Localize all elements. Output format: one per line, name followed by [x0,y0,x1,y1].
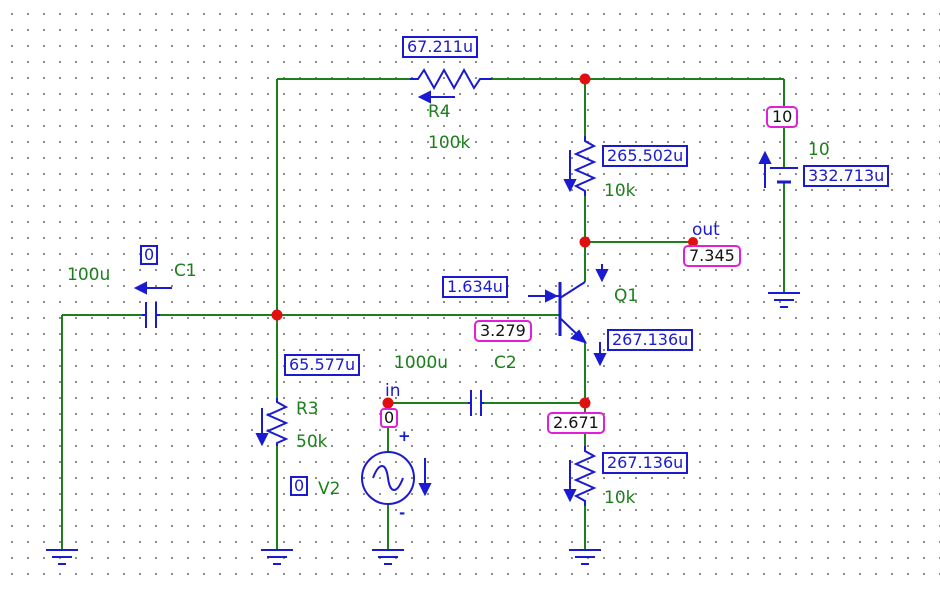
r4-current-readout: 67.211u [402,36,479,58]
node-in-voltage-readout: 0 [380,408,399,428]
node-out-probe [688,237,698,247]
ground-v2 [372,549,404,565]
r-bottom-resistor-symbol[interactable] [573,446,597,506]
supply-current-arrowhead [758,150,772,164]
c2-capacitor-symbol[interactable] [468,390,484,416]
c2-value-label: 1000u [394,353,449,373]
v2-minus-sign: - [399,504,406,522]
ground-emitter [569,549,601,565]
v2-plus-sign: + [398,427,411,445]
node-out-voltage-readout: 7.345 [683,245,741,267]
v2-current-readout: 0 [290,476,309,496]
node-in [382,397,394,409]
q1-collector-lead [559,281,586,299]
r-bottom-wiper-arrowhead [563,489,577,503]
q1-emitter-arrowhead [570,329,588,344]
r3-value-label: 50k [296,432,328,452]
node-emitter [579,397,591,409]
supply-voltage-readout: 10 [766,106,799,128]
node-base-voltage-readout: 3.279 [474,320,532,342]
node-out [579,236,591,248]
q1-emitter-current-arrowhead [593,353,607,367]
r3-wiper-arrowhead [255,433,269,447]
c1-value-label: 100u [67,265,111,285]
r3-resistor-symbol[interactable] [265,398,289,446]
r4-resistor-symbol[interactable] [410,67,492,91]
r-top-resistor-symbol[interactable] [573,136,597,196]
c1-name-label: C1 [174,261,197,281]
r-top-wiper-arrowhead [563,179,577,193]
q1-collector-current-arrowhead [595,269,609,283]
r3-current-readout: 65.577u [284,354,361,376]
v2-sine-wave [372,465,404,491]
v2-current-arrowhead [418,483,432,497]
node-base [271,309,283,321]
r-bottom-current-readout: 267.136u [602,452,689,474]
node-top-collector [579,73,591,85]
node-emitter-voltage-readout: 2.671 [547,412,605,434]
r3-name-label: R3 [296,399,319,419]
ground-supply [768,292,800,308]
c1-capacitor-symbol[interactable] [142,302,160,328]
r-bottom-value-label: 10k [604,488,636,508]
supply-value-label: 10 [808,140,830,160]
ground-r3 [261,549,293,565]
r4-value-label: 100k [428,133,471,153]
r4-wiper-arrowhead [417,90,431,104]
node-in-label: in [385,381,401,401]
c1-current-readout: 0 [140,245,159,265]
c1-current-arrowhead [133,281,147,295]
r-top-value-label: 10k [604,181,636,201]
c2-name-label: C2 [494,353,517,373]
q1-emitter-current-readout: 267.136u [607,329,694,351]
v2-source-symbol[interactable] [361,451,415,505]
q1-base-current-readout: 1.634u [442,276,508,298]
node-out-label: out [692,220,720,240]
r-top-current-readout: 265.502u [602,145,689,167]
v2-name-label: V2 [318,479,341,499]
supply-battery-symbol[interactable] [770,167,798,183]
supply-current-readout: 332.713u [803,165,890,187]
ground-input [46,549,78,565]
r4-name-label: R4 [428,102,451,122]
q1-base-arrowhead [545,289,559,303]
q1-name-label: Q1 [614,286,639,306]
